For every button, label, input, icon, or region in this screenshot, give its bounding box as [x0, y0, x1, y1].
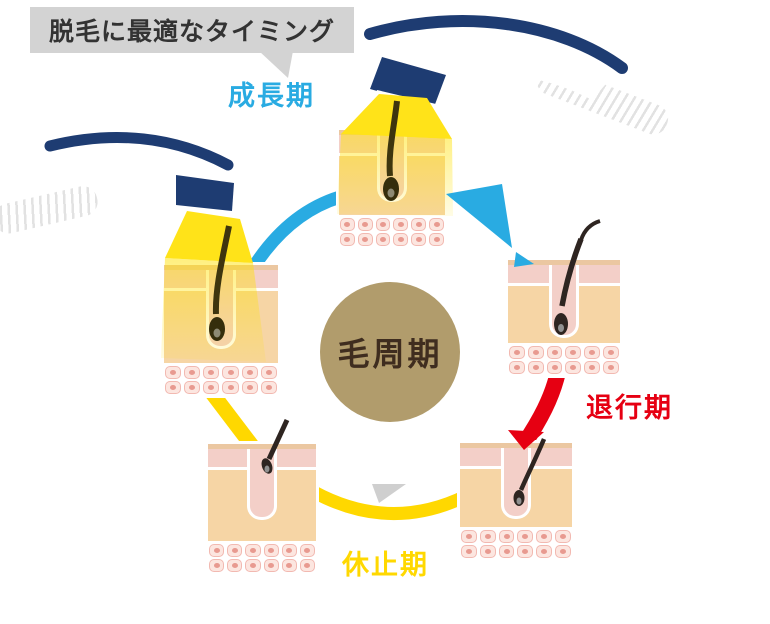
fat-cell	[222, 381, 239, 394]
fat-cell	[340, 233, 355, 246]
skin-fat-layer	[460, 527, 572, 559]
cycle-arrowtip-blue-icon	[514, 252, 534, 267]
fat-cell	[357, 218, 373, 231]
fat-cell	[245, 544, 261, 557]
fat-cell	[184, 366, 201, 379]
cycle-arrow-yellow-left	[206, 388, 259, 452]
hair-follicle	[247, 449, 277, 520]
hair-growth-left-icon	[209, 225, 232, 341]
fat-cell	[546, 361, 563, 374]
skin-fat-layer	[164, 363, 278, 395]
cycle-arrowhead-blue-icon	[446, 184, 512, 248]
fat-cell	[527, 346, 544, 359]
fat-cell	[263, 544, 279, 557]
fat-cell	[241, 381, 258, 394]
center-circle: 毛周期	[320, 282, 460, 422]
fat-cell	[509, 346, 525, 359]
fat-cell	[565, 346, 582, 359]
fat-cell	[527, 361, 544, 374]
fat-cell	[555, 545, 571, 558]
fat-cell	[429, 233, 444, 246]
fat-cell	[517, 545, 534, 558]
skin-fat-layer	[339, 215, 445, 247]
laser-device-left-icon	[44, 132, 237, 226]
fat-cell	[603, 361, 619, 374]
skin-section-regression	[505, 257, 623, 378]
fat-cell	[281, 559, 297, 572]
label-growth-phase: 成長期	[228, 81, 315, 112]
fat-cell	[263, 559, 279, 572]
label-regression-phase: 退行期	[586, 393, 673, 424]
fat-cell	[375, 233, 391, 246]
fat-cell	[584, 361, 601, 374]
center-circle-label: 毛周期	[337, 335, 443, 373]
fat-cell	[222, 366, 239, 379]
skin-surface-layer	[208, 444, 316, 449]
laser-beam-top-glow	[337, 134, 453, 216]
fat-cell	[603, 346, 619, 359]
fat-cell	[509, 361, 525, 374]
fat-cell	[517, 530, 534, 543]
title-balloon-tail-icon	[259, 51, 293, 78]
fat-cell	[393, 218, 409, 231]
fat-cell	[209, 559, 225, 572]
title-balloon: 脱毛に最適なタイミング	[30, 7, 354, 53]
fat-cell	[357, 233, 373, 246]
skin-surface-layer	[460, 443, 572, 448]
fat-cell	[340, 218, 355, 231]
fat-cell	[498, 530, 515, 543]
fat-cell	[241, 366, 258, 379]
hair-growth-top-icon	[383, 100, 400, 201]
fat-cell	[555, 530, 571, 543]
skin-fat-layer	[508, 343, 620, 375]
fat-cell	[393, 233, 409, 246]
cycle-arrowhead-red-icon	[508, 430, 544, 450]
hair-regression-icon	[554, 219, 601, 335]
label-resting-phase: 休止期	[342, 550, 429, 581]
fat-cell	[411, 233, 427, 246]
fat-cell	[546, 346, 563, 359]
skin-section-resting-right	[457, 440, 575, 562]
page-title: 脱毛に最適なタイミング	[48, 17, 335, 46]
fat-cell	[375, 218, 391, 231]
fat-cell	[209, 544, 225, 557]
fat-cell	[299, 544, 315, 557]
fat-cell	[165, 366, 182, 379]
skin-surface-layer	[508, 260, 620, 265]
fat-cell	[536, 530, 553, 543]
fat-cell	[245, 559, 261, 572]
cycle-arrow-yellow-bottom	[310, 486, 469, 521]
fat-cell	[184, 381, 201, 394]
fat-cell	[461, 545, 477, 558]
fat-cell	[299, 559, 315, 572]
hair-shedding-left-icon	[261, 418, 290, 474]
fat-cell	[165, 381, 182, 394]
balloon-tail-bottom-icon	[372, 484, 406, 503]
fat-cell	[227, 544, 243, 557]
fat-cell	[565, 361, 582, 374]
fat-cell	[584, 346, 601, 359]
fat-cell	[479, 545, 496, 558]
fat-cell	[203, 366, 220, 379]
fat-cell	[536, 545, 553, 558]
fat-cell	[227, 559, 243, 572]
fat-cell	[260, 366, 277, 379]
fat-cell	[498, 545, 515, 558]
hair-resting-right-icon	[513, 438, 547, 506]
fat-cell	[429, 218, 444, 231]
fat-cell	[281, 544, 297, 557]
skin-fat-layer	[208, 541, 316, 573]
fat-cell	[479, 530, 496, 543]
fat-cell	[461, 530, 477, 543]
fat-cell	[260, 381, 277, 394]
cycle-arrow-blue-left	[247, 190, 343, 272]
skin-section-resting-left	[205, 441, 319, 576]
fat-cell	[203, 381, 220, 394]
laser-beam-left-icon	[165, 211, 253, 263]
fat-cell	[411, 218, 427, 231]
